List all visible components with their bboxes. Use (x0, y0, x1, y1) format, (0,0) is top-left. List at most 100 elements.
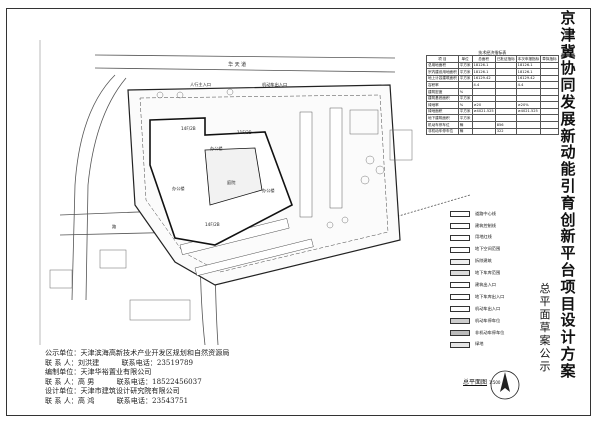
project-title: 京津冀协同发展新动能引育创新平台项目设计方案 (551, 9, 585, 379)
plan-subtitle: 总平面草案公示 (538, 282, 552, 373)
design-phone: 联系电话：23543751 (116, 395, 189, 405)
table-header-row: 项 目 单位 总面积 已批证指标 本次申报指标 草拟指标 (426, 55, 559, 63)
title-char: 同 (560, 76, 576, 95)
office-b-label: 办公楼 (172, 186, 185, 191)
legend-item: 拆除建筑 (450, 256, 540, 268)
road-label-north: 华 天 道 (228, 62, 247, 68)
legend-label: 地下空间范围 (475, 246, 501, 252)
table-cell: ≥4021.525 (471, 107, 496, 116)
legend-item: 地下车库出入口 (450, 291, 540, 303)
table-cell (457, 81, 473, 89)
north-arrow-icon (490, 370, 520, 400)
legend-label: 地下车库范围 (475, 270, 501, 276)
legend-label: 建筑出入口 (475, 281, 496, 287)
office-a-label: 办公楼 (210, 146, 223, 151)
legend-item: 道路中心线 (450, 208, 540, 220)
builder-phone: 联系电话：18522456037 (116, 376, 202, 386)
legend-label: 建筑控制线 (475, 222, 496, 228)
legend-item: 建筑控制线 (450, 220, 540, 232)
subtitle-char: 平 (539, 295, 551, 308)
title-char: 展 (560, 109, 576, 128)
title-char: 台 (560, 260, 576, 279)
title-char: 津 (560, 25, 576, 44)
builder-contact-row: 联 系 人：高 男 联系电话：18522456037 (45, 377, 229, 387)
design-contact-row: 联 系 人：高 鸿 联系电话：23543751 (45, 396, 229, 406)
table-cell (494, 81, 517, 89)
title-char: 计 (560, 328, 576, 347)
table-cell (471, 94, 496, 103)
legend-item: 绿地 (450, 339, 540, 351)
table-cell (494, 94, 517, 103)
table-cell: 地下建筑面积 (426, 114, 459, 122)
units-info: 公示单位：天津滨海高新技术产业开发区规划和自然资源局 联 系 人：刘洪建 联系电… (45, 348, 229, 406)
legend-label: 非机动车停车位 (475, 329, 505, 335)
title-char: 平 (560, 244, 576, 263)
legend-swatch (450, 234, 470, 241)
table-cell: 机动车停车位 (426, 120, 459, 129)
title-char: 能 (560, 160, 576, 179)
legend-item: 用地红线 (450, 232, 540, 244)
legend-label: 机动车出入口 (475, 305, 501, 311)
table-cell: 宗内建设用地面积 (426, 68, 459, 76)
floors-c-label: 14F/2B (205, 222, 220, 227)
table-cell (471, 114, 496, 122)
title-char: 引 (560, 176, 576, 195)
builder-contact: 联 系 人：高 男 (45, 376, 95, 386)
title-char: 京 (560, 9, 576, 27)
announce-contact-row: 联 系 人：刘洪建 联系电话：23519789 (45, 358, 229, 368)
entrance-main-label: 人行主入口 (190, 82, 211, 87)
builder-unit: 编制单位：天津华裕置业有限公司 (45, 367, 152, 377)
table-cell: 平方米 (457, 74, 473, 83)
legend-swatch (450, 329, 470, 336)
table-cell: 18126.1 (515, 61, 542, 70)
title-char: 方 (560, 344, 576, 363)
table-cell (515, 114, 542, 122)
subtitle-char: 草 (539, 321, 551, 334)
table-cell (515, 127, 542, 136)
table-cell: ≥20% (515, 101, 542, 109)
table-row: 地下建筑面积平方米 (426, 114, 559, 122)
table-cell: 平方米 (457, 68, 473, 76)
table-cell: 18126.1 (471, 61, 496, 70)
table-cell: 平方米 (457, 94, 473, 103)
technical-index-table: 技术经济指标表 项 目 单位 总面积 已批证指标 本次申报指标 草拟指标 总用地… (426, 50, 559, 136)
table-row: 绿地面积平方米≥4021.525≥4021.525 (426, 107, 559, 116)
table-cell: % (457, 87, 473, 96)
table-cell (494, 61, 517, 70)
table-cell: 非机动车停车位 (426, 127, 459, 136)
table-cell (471, 120, 496, 129)
subtitle-char: 总 (539, 282, 551, 295)
legend-label: 道路中心线 (475, 210, 496, 216)
table-cell: 4.4 (471, 81, 496, 89)
table-cell: 容积率 (426, 81, 459, 89)
scale-ratio: 1:500 (488, 380, 501, 385)
table-cell: 4.4 (515, 81, 542, 89)
legend-label: 用地红线 (475, 234, 492, 240)
table-cell (494, 74, 517, 83)
table-row: 建筑基底面积平方米 (426, 94, 559, 103)
table-cell: 地上计容建筑面积 (426, 74, 459, 83)
table-cell (515, 120, 542, 129)
table-cell: 辆 (457, 120, 473, 129)
table-cell: 总用地面积 (426, 61, 459, 70)
legend-swatch (450, 317, 470, 324)
legend-swatch (450, 210, 470, 217)
floors-b-label: 11F/2B (237, 130, 252, 135)
table-row: 建筑密度% (426, 87, 559, 96)
legend-item: 地下空间范围 (450, 244, 540, 256)
office-c-label: 办公楼 (262, 188, 275, 193)
table-cell (540, 127, 559, 136)
title-char: 协 (560, 59, 576, 78)
legend-item: 机动车停车位 (450, 315, 540, 327)
legend: 道路中心线建筑控制线用地红线地下空间范围拆除建筑地下车库范围建筑出入口地下车库出… (450, 208, 540, 351)
table-cell (515, 94, 542, 103)
table-cell (494, 87, 517, 96)
floors-a-label: 14F/2B (181, 126, 196, 131)
legend-item: 地下车库范围 (450, 267, 540, 279)
legend-item: 建筑出入口 (450, 279, 540, 291)
table-cell (494, 101, 517, 109)
